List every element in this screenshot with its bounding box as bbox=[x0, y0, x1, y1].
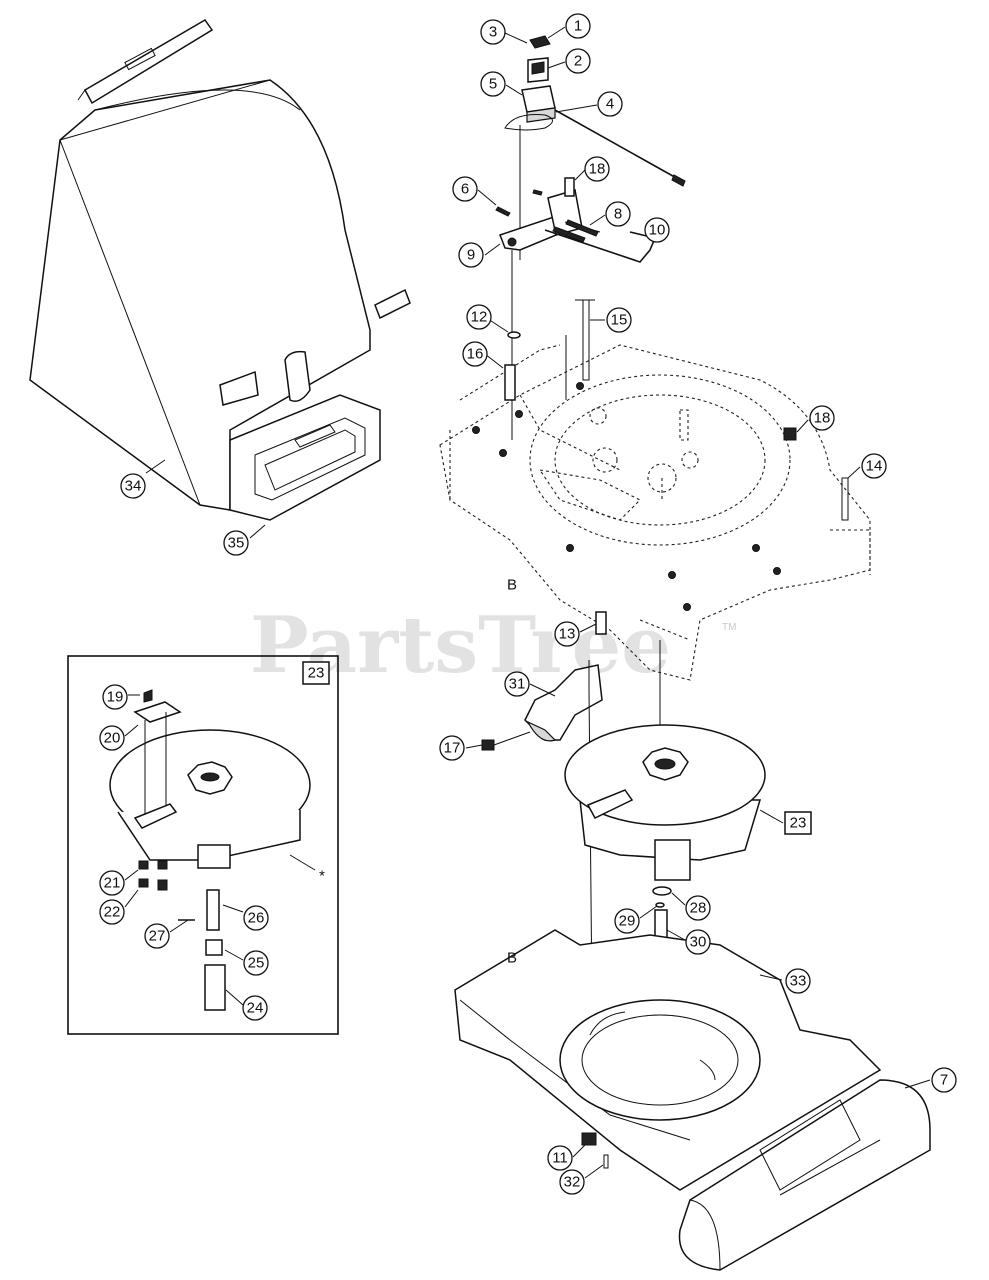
callout-34: 34 bbox=[120, 473, 146, 499]
asterisk-mark: * bbox=[319, 868, 325, 885]
lower-housing bbox=[454, 929, 931, 1271]
ref-mark-b-lower: B bbox=[507, 950, 517, 967]
svg-text:22: 22 bbox=[104, 904, 121, 921]
callout-17: 17 bbox=[439, 735, 465, 761]
watermark-tm: TM bbox=[722, 622, 736, 633]
callout-26: 26 bbox=[243, 905, 269, 931]
svg-text:16: 16 bbox=[467, 346, 484, 363]
callout-25: 25 bbox=[243, 950, 269, 976]
callout-18-top: 18 bbox=[584, 156, 610, 182]
svg-text:26: 26 bbox=[248, 910, 265, 927]
svg-text:31: 31 bbox=[509, 676, 526, 693]
callout-4: 4 bbox=[597, 91, 623, 117]
callout-29: 29 bbox=[614, 908, 640, 934]
callout-20: 20 bbox=[99, 725, 125, 751]
callout-7: 7 bbox=[931, 1067, 957, 1093]
callout-15: 15 bbox=[606, 307, 632, 333]
svg-text:12: 12 bbox=[471, 309, 488, 326]
callout-6: 6 bbox=[452, 176, 478, 202]
svg-text:10: 10 bbox=[649, 222, 666, 239]
svg-text:14: 14 bbox=[866, 458, 883, 475]
svg-text:7: 7 bbox=[940, 1072, 948, 1089]
callout-5: 5 bbox=[480, 71, 506, 97]
callout-33: 33 bbox=[785, 968, 811, 994]
callout-28: 28 bbox=[685, 895, 711, 921]
impeller-inset: * 23 bbox=[67, 655, 339, 1035]
callout-2: 2 bbox=[565, 48, 591, 74]
impeller-assembly bbox=[564, 724, 766, 946]
svg-text:3: 3 bbox=[489, 24, 497, 41]
callout-3: 3 bbox=[480, 19, 506, 45]
svg-text:17: 17 bbox=[444, 740, 461, 757]
inset-box-label: 23 bbox=[308, 665, 325, 682]
callout-11: 11 bbox=[547, 1145, 573, 1171]
svg-text:11: 11 bbox=[552, 1150, 568, 1167]
svg-text:18: 18 bbox=[589, 161, 606, 178]
callout-10: 10 bbox=[644, 217, 670, 243]
assembly-box-label: 23 bbox=[790, 815, 807, 832]
svg-text:5: 5 bbox=[489, 76, 497, 93]
svg-text:27: 27 bbox=[149, 928, 166, 945]
callout-23: 24 bbox=[242, 995, 268, 1021]
discharge-chute bbox=[481, 660, 603, 1001]
callout-8: 8 bbox=[605, 201, 631, 227]
callout-14: 14 bbox=[861, 453, 887, 479]
callout-22: 22 bbox=[99, 899, 125, 925]
svg-text:9: 9 bbox=[467, 247, 475, 264]
collection-bag bbox=[29, 19, 411, 521]
callout-32: 32 bbox=[559, 1169, 585, 1195]
svg-text:19: 19 bbox=[107, 689, 124, 706]
callout-35: 35 bbox=[223, 530, 249, 556]
svg-text:34: 34 bbox=[125, 478, 142, 495]
callout-31: 31 bbox=[504, 671, 530, 697]
callout-18-right: 18 bbox=[809, 405, 835, 431]
svg-text:8: 8 bbox=[614, 206, 622, 223]
callout-16: 16 bbox=[462, 341, 488, 367]
svg-text:35: 35 bbox=[228, 535, 245, 552]
svg-text:4: 4 bbox=[606, 96, 614, 113]
svg-text:15: 15 bbox=[611, 312, 628, 329]
svg-text:33: 33 bbox=[790, 973, 807, 990]
svg-text:13: 13 bbox=[559, 626, 576, 643]
callout-12: 12 bbox=[466, 304, 492, 330]
callout-19: 19 bbox=[102, 684, 128, 710]
callout-21: 21 bbox=[99, 870, 125, 896]
svg-text:25: 25 bbox=[248, 955, 265, 972]
upper-assembly bbox=[495, 35, 686, 440]
callout-9: 9 bbox=[458, 242, 484, 268]
svg-text:18: 18 bbox=[814, 410, 831, 427]
svg-text:20: 20 bbox=[104, 730, 121, 747]
svg-text:29: 29 bbox=[619, 913, 636, 930]
callout-30: 30 bbox=[685, 929, 711, 955]
callout-13: 13 bbox=[554, 621, 580, 647]
svg-text:6: 6 bbox=[461, 181, 469, 198]
assembly-box bbox=[784, 811, 812, 835]
callout-1: 1 bbox=[565, 13, 591, 39]
svg-text:24: 24 bbox=[247, 1000, 264, 1017]
svg-text:21: 21 bbox=[104, 875, 121, 892]
callout-27: 27 bbox=[144, 923, 170, 949]
svg-text:1: 1 bbox=[574, 18, 582, 35]
svg-text:2: 2 bbox=[574, 53, 582, 70]
ref-mark-b-upper: B bbox=[507, 577, 517, 594]
svg-text:28: 28 bbox=[690, 900, 707, 917]
svg-text:32: 32 bbox=[564, 1174, 581, 1191]
svg-text:30: 30 bbox=[690, 934, 707, 951]
mower-deck-outline bbox=[439, 299, 871, 740]
